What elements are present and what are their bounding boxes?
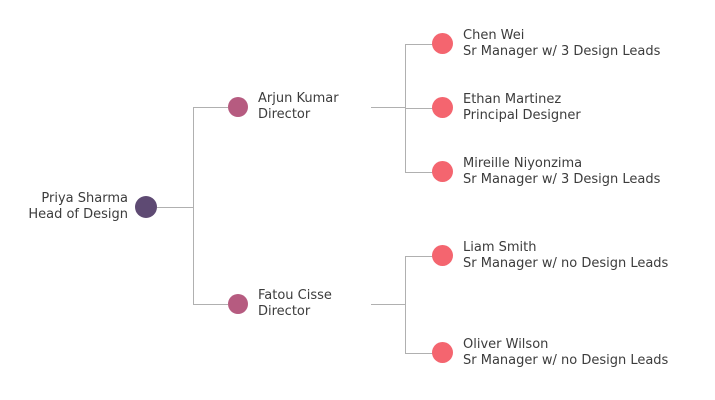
connector-line: [371, 107, 405, 108]
org-node-label-arjun-kumar: Arjun Kumar Director: [258, 91, 339, 123]
connector-line: [157, 207, 193, 208]
person-dot-fatou-cisse[interactable]: [228, 294, 248, 314]
org-node-label-liam-smith: Liam Smith Sr Manager w/ no Design Leads: [463, 240, 668, 272]
connector-line: [193, 304, 228, 305]
person-dot-chen-wei[interactable]: [432, 33, 453, 54]
person-dot-arjun-kumar[interactable]: [228, 97, 248, 117]
person-name: Fatou Cisse: [258, 288, 332, 303]
person-title: Sr Manager w/ 3 Design Leads: [463, 44, 661, 59]
person-name: Oliver Wilson: [463, 337, 549, 352]
person-dot-oliver-wilson[interactable]: [432, 342, 453, 363]
person-dot-ethan-martinez[interactable]: [432, 97, 453, 118]
person-name: Priya Sharma: [41, 191, 128, 206]
connector-line: [405, 353, 433, 354]
person-title: Sr Manager w/ no Design Leads: [463, 353, 669, 368]
person-dot-priya-sharma[interactable]: [135, 196, 157, 218]
person-name: Arjun Kumar: [258, 91, 339, 106]
connector-line: [193, 107, 194, 305]
person-dot-mireille-niyonzima[interactable]: [432, 161, 453, 182]
connector-line: [405, 256, 433, 257]
org-node-label-priya-sharma: Priya Sharma Head of Design: [8, 191, 128, 223]
connector-line: [405, 172, 433, 173]
person-name: Chen Wei: [463, 28, 525, 43]
person-name: Mireille Niyonzima: [463, 156, 583, 171]
person-dot-liam-smith[interactable]: [432, 245, 453, 266]
person-title: Principal Designer: [463, 108, 581, 123]
connector-line: [405, 108, 433, 109]
person-title: Sr Manager w/ no Design Leads: [463, 256, 669, 271]
person-title: Head of Design: [28, 207, 128, 222]
person-name: Ethan Martinez: [463, 92, 562, 107]
person-title: Sr Manager w/ 3 Design Leads: [463, 172, 661, 187]
person-title: Director: [258, 107, 311, 122]
connector-line: [405, 44, 433, 45]
person-name: Liam Smith: [463, 240, 537, 255]
connector-line: [371, 304, 405, 305]
org-node-label-oliver-wilson: Oliver Wilson Sr Manager w/ no Design Le…: [463, 337, 668, 369]
org-node-label-ethan-martinez: Ethan Martinez Principal Designer: [463, 92, 581, 124]
org-node-label-chen-wei: Chen Wei Sr Manager w/ 3 Design Leads: [463, 28, 660, 60]
connector-line: [405, 256, 406, 354]
person-title: Director: [258, 304, 311, 319]
connector-line: [193, 107, 228, 108]
org-node-label-fatou-cisse: Fatou Cisse Director: [258, 288, 332, 320]
org-node-label-mireille-niyonzima: Mireille Niyonzima Sr Manager w/ 3 Desig…: [463, 156, 660, 188]
